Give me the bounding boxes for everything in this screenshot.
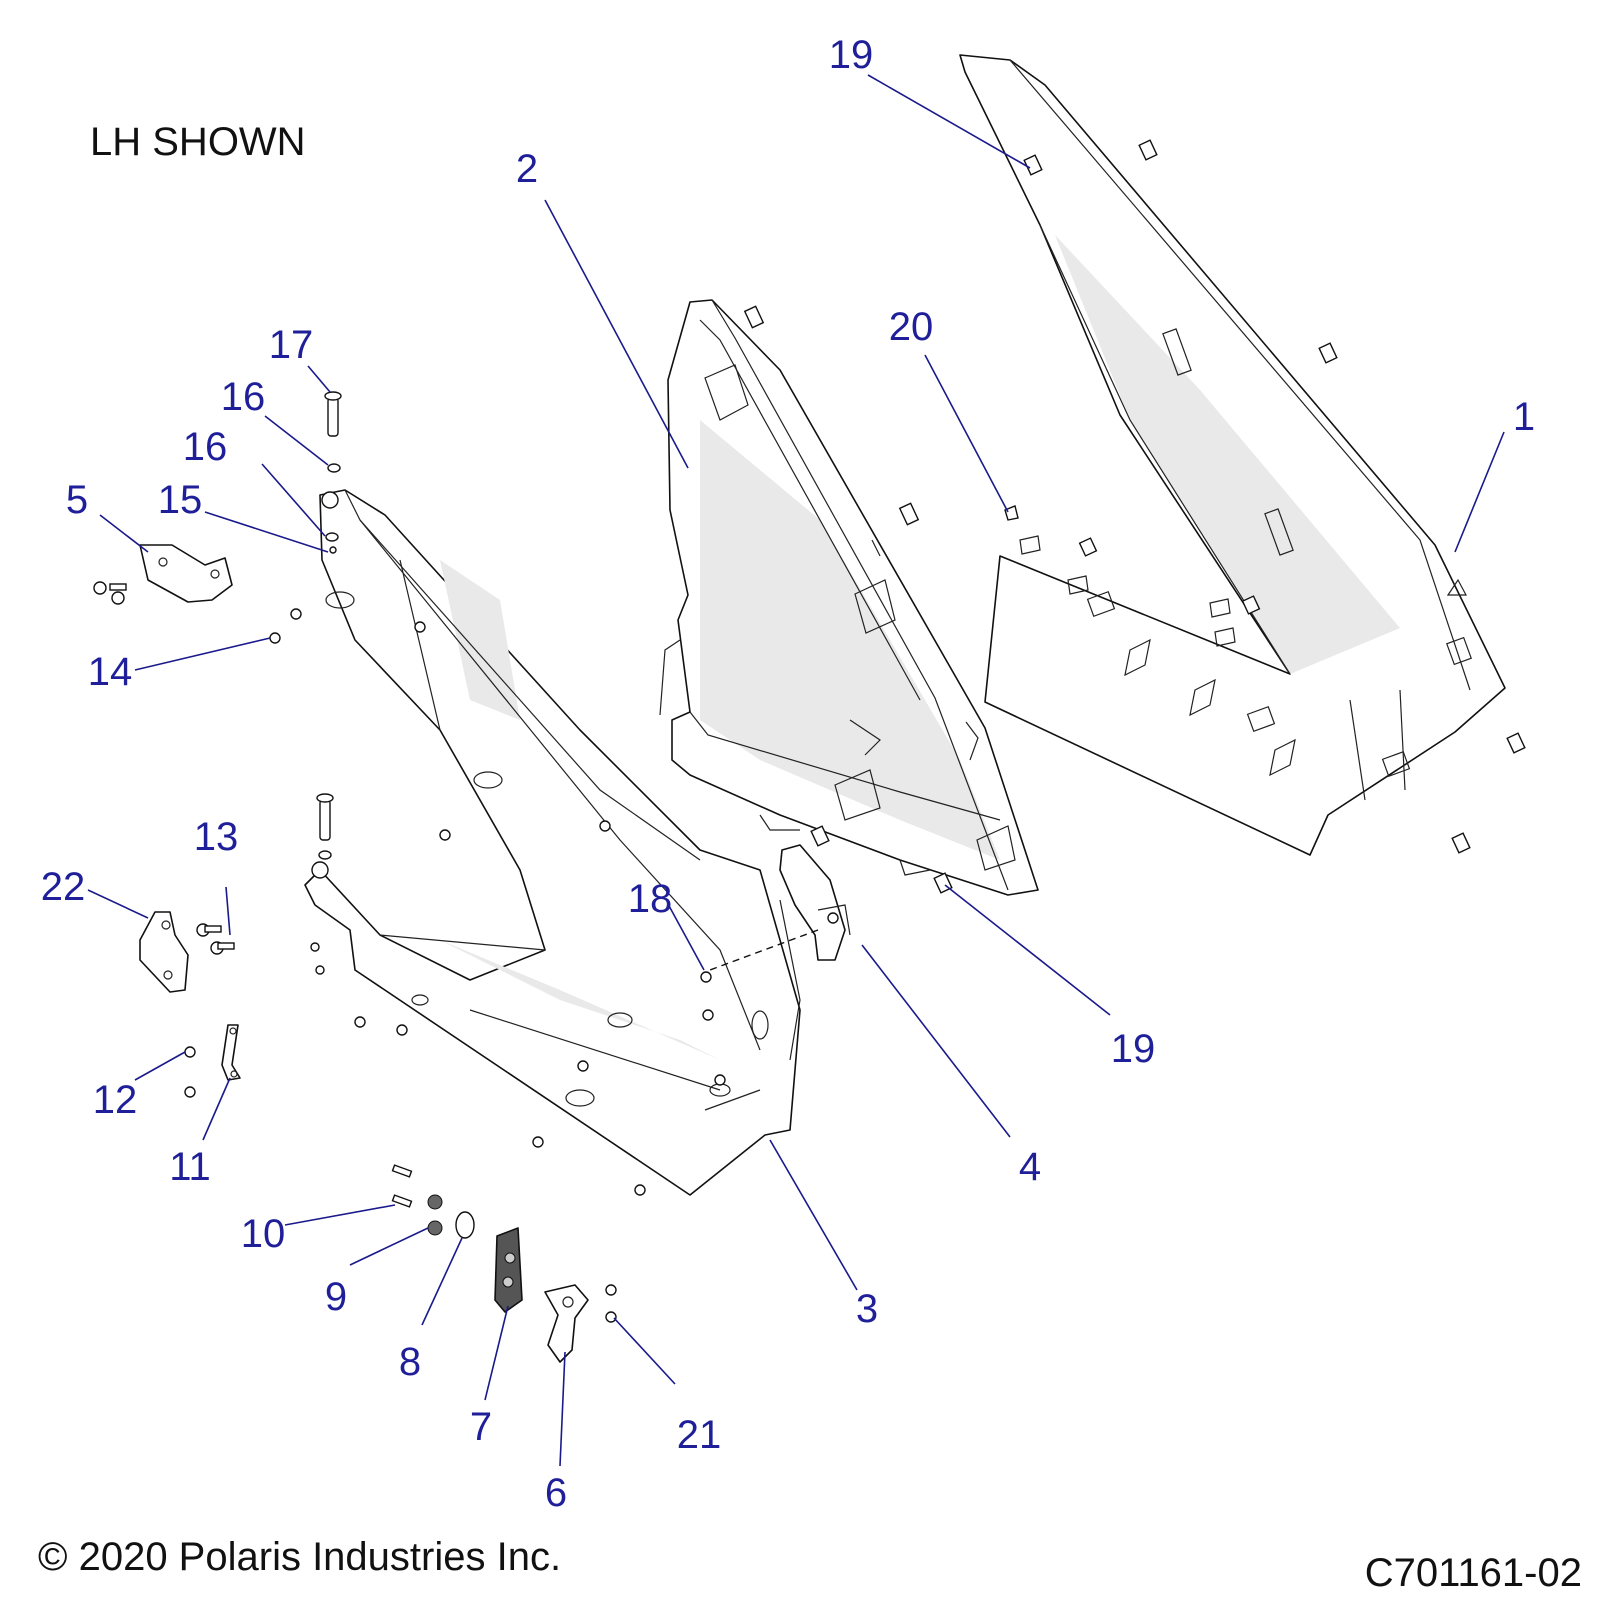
part-2-inner-door-panel <box>659 299 1039 896</box>
callout-18: 18 <box>628 877 673 921</box>
callout-3: 3 <box>856 1287 878 1331</box>
part-22-lower-bracket <box>139 911 189 993</box>
callout-16-lower: 16 <box>183 425 228 469</box>
part-5-upper-bracket <box>139 544 233 603</box>
callout-20: 20 <box>889 305 934 349</box>
callout-2: 2 <box>516 147 538 191</box>
callout-7: 7 <box>470 1405 492 1449</box>
callout-19-top: 19 <box>829 33 874 77</box>
part-1-clips <box>1078 139 1526 854</box>
callout-11: 11 <box>169 1145 211 1189</box>
copyright-notice: © 2020 Polaris Industries Inc. <box>38 1535 561 1579</box>
part-6-striker <box>544 1284 589 1363</box>
callout-8: 8 <box>399 1340 421 1384</box>
callout-6: 6 <box>545 1471 567 1515</box>
callout-1: 1 <box>1513 395 1535 439</box>
view-note: LH SHOWN <box>90 120 306 164</box>
part-1-outer-door-panel <box>959 54 1506 856</box>
callout-13: 13 <box>194 815 239 859</box>
callout-22: 22 <box>41 865 86 909</box>
drawing-number: C701161-02 <box>1365 1551 1582 1595</box>
callout-9: 9 <box>325 1275 347 1319</box>
callout-10: 10 <box>241 1212 286 1256</box>
part-7-latch <box>494 1227 523 1313</box>
callout-17: 17 <box>269 323 314 367</box>
part-17-pin <box>327 397 339 437</box>
callout-21: 21 <box>677 1413 722 1457</box>
callout-14: 14 <box>88 650 133 694</box>
part-4-hinge <box>709 844 851 971</box>
callout-12: 12 <box>93 1078 138 1122</box>
part-16-washer <box>327 463 341 473</box>
callout-19-bottom: 19 <box>1111 1027 1156 1071</box>
callout-4: 4 <box>1019 1145 1041 1189</box>
leader-lines <box>87 74 1505 1467</box>
callout-16-upper: 16 <box>221 375 266 419</box>
small-hardware <box>93 154 1043 1323</box>
part-3-fasteners <box>310 621 726 1196</box>
callout-5: 5 <box>66 478 88 522</box>
callout-15: 15 <box>158 478 203 522</box>
callout-numbers: 1 2 3 4 5 6 7 8 9 10 11 12 13 14 15 16 1… <box>41 33 1535 1515</box>
part-3-door-frame <box>304 489 801 1196</box>
